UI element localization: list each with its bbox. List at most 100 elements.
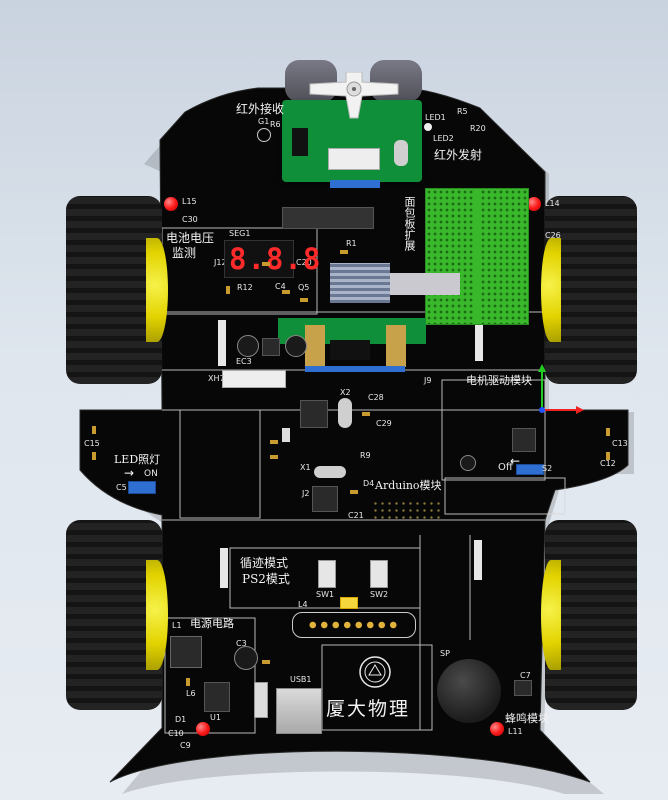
label-motor-driver: 电机驱动模块	[466, 374, 532, 387]
designator: XH7	[208, 374, 225, 383]
slide-switch[interactable]	[254, 682, 268, 718]
blue-header	[305, 366, 405, 372]
ic-chip	[262, 338, 280, 356]
crystal	[394, 140, 408, 166]
brand-text: 厦大物理	[326, 698, 411, 720]
designator: C26	[545, 231, 561, 240]
regulator-ic	[204, 682, 230, 712]
seven-segment-display: 8.8.8	[224, 240, 320, 278]
designator: G1	[258, 117, 270, 126]
designator: R9	[360, 451, 371, 460]
xmu-seal-icon	[359, 656, 391, 688]
designator: J2	[302, 489, 310, 498]
designator: LED1	[425, 113, 446, 122]
heatsink	[330, 263, 390, 303]
smd-component	[282, 290, 290, 294]
chip-dark	[330, 340, 370, 360]
crystal-oscillator	[314, 466, 346, 478]
led-yellow-icon	[340, 597, 358, 609]
capacitor	[285, 335, 307, 357]
designator: C21	[348, 511, 364, 520]
capacitor	[460, 455, 476, 471]
mode-switch-2[interactable]	[370, 560, 388, 588]
designator: C3	[236, 639, 247, 648]
smd-component	[262, 262, 270, 266]
designator: SW1	[316, 590, 335, 599]
via-field	[372, 500, 442, 522]
led-red-icon	[164, 197, 178, 211]
designator: C20	[296, 258, 312, 267]
header-strip	[282, 207, 374, 229]
servo-horn	[306, 71, 402, 119]
designator: C13	[612, 439, 628, 448]
designator: L4	[298, 600, 308, 609]
switch-arrow-icon: ←	[510, 454, 521, 468]
white-header	[475, 325, 483, 361]
label-mode-line: 循迹模式	[240, 556, 289, 570]
smd-component	[226, 286, 230, 294]
power-switch-right[interactable]	[516, 464, 544, 475]
wheel-rear-right	[541, 520, 637, 710]
white-header	[474, 540, 482, 580]
designator: X1	[300, 463, 311, 472]
switch-arrow-icon: →	[124, 466, 135, 480]
pin-header	[305, 325, 325, 367]
led-switch[interactable]	[128, 481, 156, 494]
label-mode-ps2: PS2模式	[242, 572, 290, 586]
led-red-icon	[490, 722, 504, 736]
seven-segment-digits: 8.8.8	[229, 242, 322, 276]
label-off: Off	[498, 462, 513, 473]
xh-connector	[222, 370, 286, 388]
designator: R1	[346, 239, 357, 248]
designator: SP	[440, 649, 450, 658]
white-header	[220, 548, 228, 588]
blue-connector	[330, 180, 380, 188]
xyz-axis-icon	[538, 364, 584, 414]
capacitor	[237, 335, 259, 357]
label-ir-receive: 红外接收	[236, 102, 285, 116]
breadboard-channel	[473, 189, 481, 324]
pin-header	[386, 325, 406, 367]
designator: R12	[237, 283, 253, 292]
terminal-block	[390, 273, 460, 295]
tact-switch[interactable]	[282, 428, 290, 442]
designator: SEG1	[229, 229, 251, 238]
smd-component	[186, 678, 190, 686]
usb-serial-chip	[312, 486, 338, 512]
buzzer	[437, 659, 501, 723]
wheel-hub	[541, 238, 561, 342]
driver-chip	[514, 680, 532, 696]
label-on: ON	[144, 469, 158, 479]
sensor-board	[282, 71, 422, 182]
designator: LED2	[433, 134, 454, 143]
designator: D4	[363, 479, 375, 488]
smd-component	[270, 440, 278, 444]
designator: D1	[175, 715, 187, 724]
designator: Q5	[298, 283, 310, 292]
label-power: 电源电路	[190, 617, 234, 630]
label-buzzer: 蜂鸣模块	[505, 712, 549, 725]
designator: L14	[545, 199, 560, 208]
sensor-ic	[292, 128, 308, 156]
capacitor	[234, 646, 258, 670]
designator: C7	[520, 671, 531, 680]
jst-connector	[328, 148, 380, 170]
white-header	[218, 320, 226, 366]
smd-component	[262, 660, 270, 664]
wheel-front-left	[66, 196, 168, 384]
label-ir-emit: 红外发射	[434, 148, 483, 162]
designator: C15	[84, 439, 100, 448]
designator: X2	[340, 388, 351, 397]
wheel-hub	[146, 238, 168, 342]
designator: C4	[275, 282, 286, 291]
designator: C29	[376, 419, 392, 428]
smd-component	[92, 452, 96, 460]
wheel-front-right	[541, 196, 637, 384]
connector-pins	[307, 621, 399, 629]
label-led-light: LED照灯	[114, 453, 161, 466]
motor-driver-module	[330, 263, 460, 303]
designator: L6	[186, 689, 196, 698]
designator: C10	[168, 729, 184, 738]
mode-switch-1[interactable]	[318, 560, 336, 588]
smd-component	[92, 426, 96, 434]
